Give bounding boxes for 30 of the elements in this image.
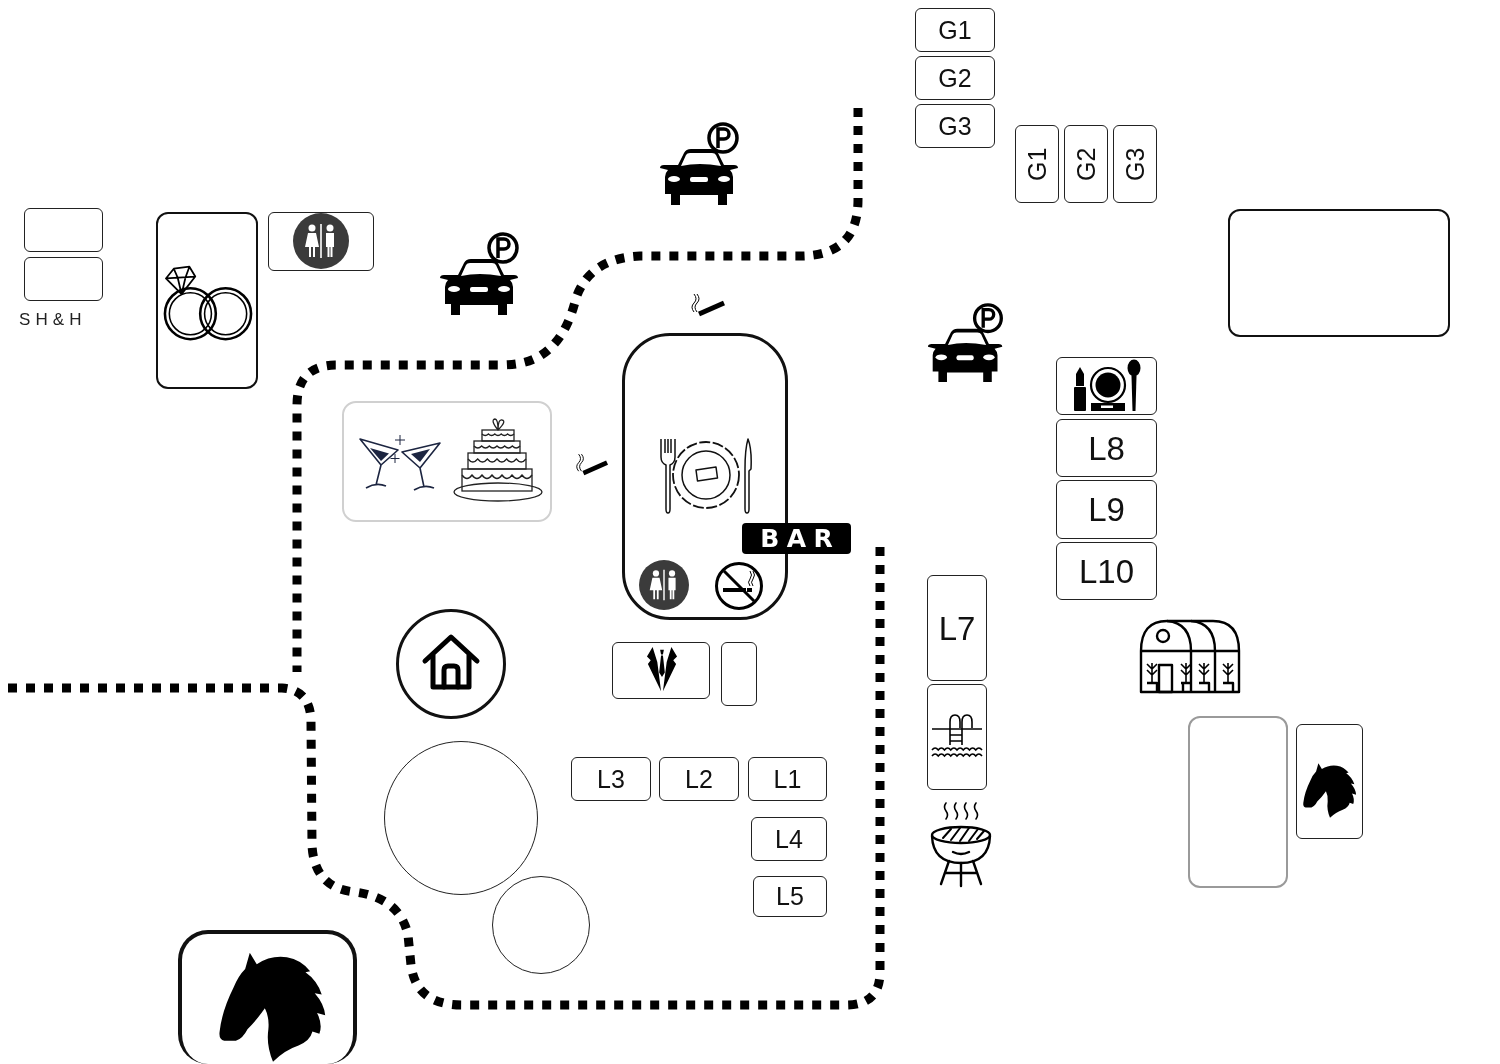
vertical-label-box: G3 — [1113, 125, 1157, 203]
pool-panel — [927, 684, 987, 790]
label-box: G2 — [915, 56, 995, 100]
label-box: G3 — [915, 104, 995, 148]
vertical-label-box: G2 — [1064, 125, 1108, 203]
horse-panel — [1296, 724, 1363, 839]
caption-text: SH&H — [19, 310, 87, 330]
empty-box — [1228, 209, 1450, 337]
empty-box — [24, 208, 103, 252]
label-box: L8 — [1056, 419, 1157, 477]
empty-box — [24, 257, 103, 301]
bar-sign: BAR — [742, 523, 851, 554]
label-box: L10 — [1056, 542, 1157, 600]
label-box: L1 — [748, 757, 827, 801]
label-box: L9 — [1056, 480, 1157, 539]
rings-panel — [156, 212, 258, 389]
empty-box — [1188, 716, 1288, 888]
restroom-panel — [268, 212, 374, 271]
makeup-panel — [1056, 357, 1157, 415]
label-box: L7 — [927, 575, 987, 681]
tuxedo-panel — [612, 642, 710, 699]
label-box: L4 — [751, 817, 827, 861]
vertical-label-box: G1 — [1015, 125, 1059, 203]
horse-panel — [178, 930, 357, 1064]
empty-box — [721, 642, 757, 706]
label-box: G1 — [915, 8, 995, 52]
label-box: L5 — [753, 876, 827, 917]
label-box: L3 — [571, 757, 651, 801]
cocktail-cake-panel — [342, 401, 552, 522]
label-box: L2 — [659, 757, 739, 801]
